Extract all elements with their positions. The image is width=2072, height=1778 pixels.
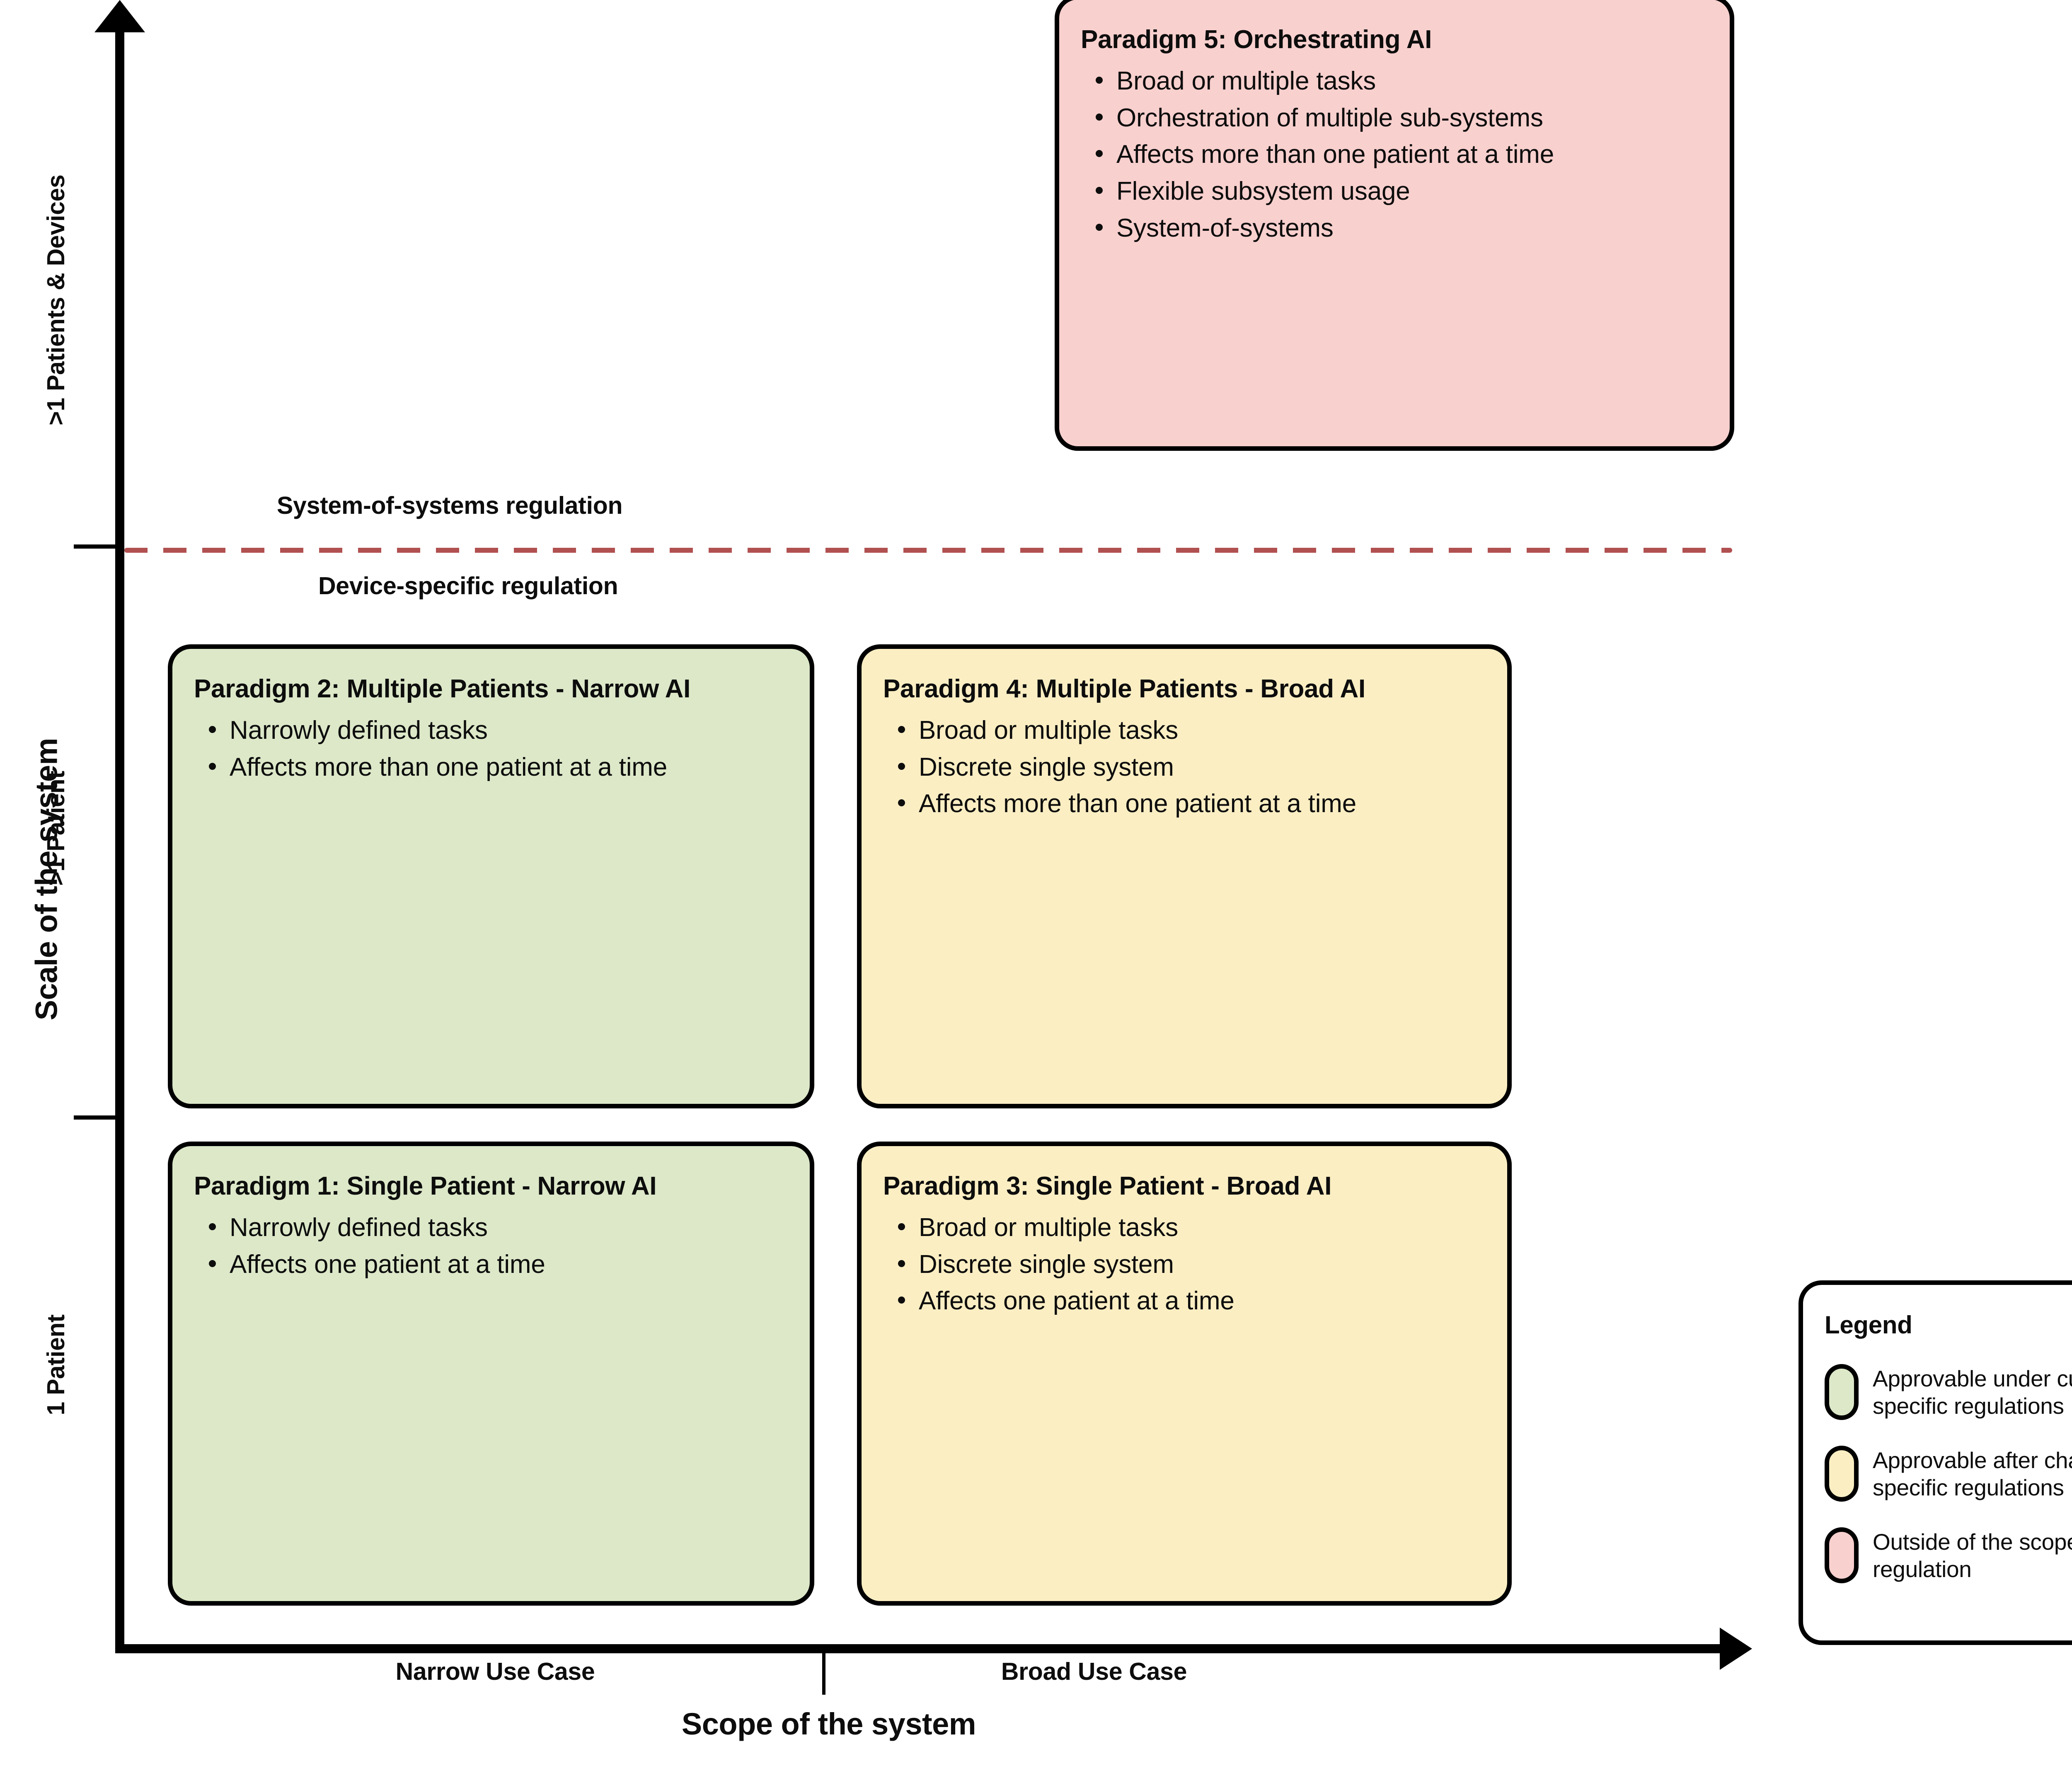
legend-swatch-yellow: [1825, 1446, 1859, 1502]
legend-label: Approvable under current device-specific…: [1873, 1365, 2072, 1419]
y-axis-tick-label-more-than-one-patient: >1 Patient: [42, 771, 70, 886]
list-item: Broad or multiple tasks: [898, 1211, 1486, 1245]
paradigm-card-5[interactable]: Paradigm 5: Orchestrating AI Broad or mu…: [1055, 0, 1734, 451]
x-axis-line: [115, 1644, 1723, 1653]
regulation-divider-dashed-line: [124, 548, 1732, 553]
x-axis-arrow-icon: [1720, 1628, 1752, 1670]
regulation-label-device-specific: Device-specific regulation: [318, 572, 618, 600]
y-axis-tick-label-one-patient: 1 Patient: [42, 1314, 70, 1415]
legend-item-outside-scope: Outside of the scope of device-specific …: [1825, 1527, 2072, 1583]
paradigm-card-2-title: Paradigm 2: Multiple Patients - Narrow A…: [194, 675, 691, 703]
legend-swatch-green: [1825, 1364, 1859, 1420]
list-item: Broad or multiple tasks: [1096, 64, 1708, 98]
list-item: Narrowly defined tasks: [209, 714, 788, 747]
list-item: Discrete single system: [898, 750, 1486, 784]
legend-item-approvable-current: Approvable under current device-specific…: [1825, 1364, 2072, 1420]
paradigm-card-1-bullet-list: Narrowly defined tasks Affects one patie…: [194, 1211, 788, 1282]
paradigm-card-2[interactable]: Paradigm 2: Multiple Patients - Narrow A…: [168, 644, 814, 1108]
list-item: Affects more than one patient at a time: [1096, 138, 1708, 172]
y-axis-tick-upper: [74, 544, 117, 549]
paradigm-card-3-title: Paradigm 3: Single Patient - Broad AI: [883, 1172, 1332, 1200]
paradigm-card-4-bullet-list: Broad or multiple tasks Discrete single …: [883, 714, 1486, 821]
legend-panel: Legend Approvable under current device-s…: [1798, 1280, 2072, 1645]
legend-title: Legend: [1825, 1311, 1912, 1339]
list-item: Flexible subsystem usage: [1096, 174, 1708, 208]
legend-label: Outside of the scope of device-specific …: [1873, 1529, 2072, 1582]
paradigm-card-3[interactable]: Paradigm 3: Single Patient - Broad AI Br…: [857, 1142, 1512, 1606]
list-item: Broad or multiple tasks: [898, 714, 1486, 747]
list-item: Narrowly defined tasks: [209, 1211, 788, 1245]
list-item: Discrete single system: [898, 1248, 1486, 1282]
regulation-label-system-of-systems: System-of-systems regulation: [277, 492, 623, 519]
y-axis-arrow-icon: [94, 0, 145, 32]
y-axis-tick-label-patients-and-devices: >1 Patients & Devices: [42, 174, 70, 426]
paradigm-card-2-bullet-list: Narrowly defined tasks Affects more than…: [194, 714, 788, 784]
list-item: Affects more than one patient at a time: [898, 787, 1486, 821]
list-item: Affects more than one patient at a time: [209, 750, 788, 784]
paradigm-card-5-bullet-list: Broad or multiple tasks Orchestration of…: [1081, 64, 1708, 245]
x-axis-tick-middle: [822, 1653, 825, 1695]
paradigm-card-5-title: Paradigm 5: Orchestrating AI: [1081, 25, 1432, 54]
y-axis-line: [115, 25, 124, 1653]
x-axis-tick-label-broad-use-case: Broad Use Case: [1001, 1658, 1187, 1685]
paradigm-card-1-title: Paradigm 1: Single Patient - Narrow AI: [194, 1172, 657, 1200]
paradigm-card-4[interactable]: Paradigm 4: Multiple Patients - Broad AI…: [857, 644, 1512, 1108]
x-axis-tick-label-narrow-use-case: Narrow Use Case: [395, 1658, 595, 1685]
x-axis-title: Scope of the system: [681, 1707, 976, 1741]
legend-swatch-pink: [1825, 1527, 1859, 1583]
legend-item-approvable-after-changes: Approvable after changes to device-speci…: [1825, 1446, 2072, 1502]
paradigm-card-1[interactable]: Paradigm 1: Single Patient - Narrow AI N…: [168, 1142, 814, 1606]
legend-label: Approvable after changes to device-speci…: [1873, 1447, 2072, 1500]
list-item: System-of-systems: [1096, 211, 1708, 245]
list-item: Affects one patient at a time: [209, 1248, 788, 1282]
paradigm-card-3-bullet-list: Broad or multiple tasks Discrete single …: [883, 1211, 1486, 1318]
y-axis-tick-middle: [74, 1115, 117, 1120]
list-item: Orchestration of multiple sub-systems: [1096, 101, 1708, 135]
list-item: Affects one patient at a time: [898, 1284, 1486, 1318]
paradigm-card-4-title: Paradigm 4: Multiple Patients - Broad AI: [883, 675, 1365, 703]
